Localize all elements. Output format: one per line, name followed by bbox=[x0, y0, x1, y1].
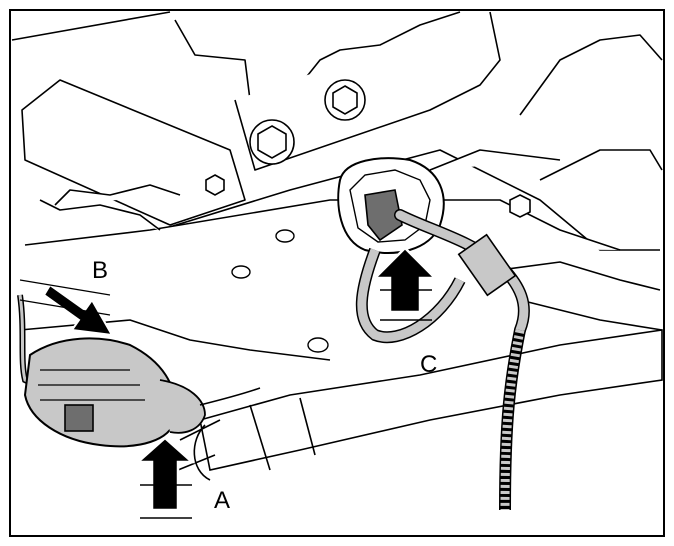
connector-assembly bbox=[17, 294, 261, 448]
coolant-pipe bbox=[177, 329, 663, 481]
mounting-holes bbox=[231, 229, 329, 353]
arrow-b bbox=[19, 279, 114, 337]
engine-body bbox=[11, 11, 663, 361]
arrow-c bbox=[371, 246, 439, 321]
hex-bolts bbox=[205, 79, 531, 218]
arrow-a bbox=[134, 436, 196, 519]
label-c: C bbox=[420, 351, 437, 378]
sensor-c bbox=[337, 157, 530, 511]
label-a: A bbox=[214, 487, 230, 514]
label-b: B bbox=[92, 257, 108, 284]
connector-latch bbox=[64, 404, 94, 432]
